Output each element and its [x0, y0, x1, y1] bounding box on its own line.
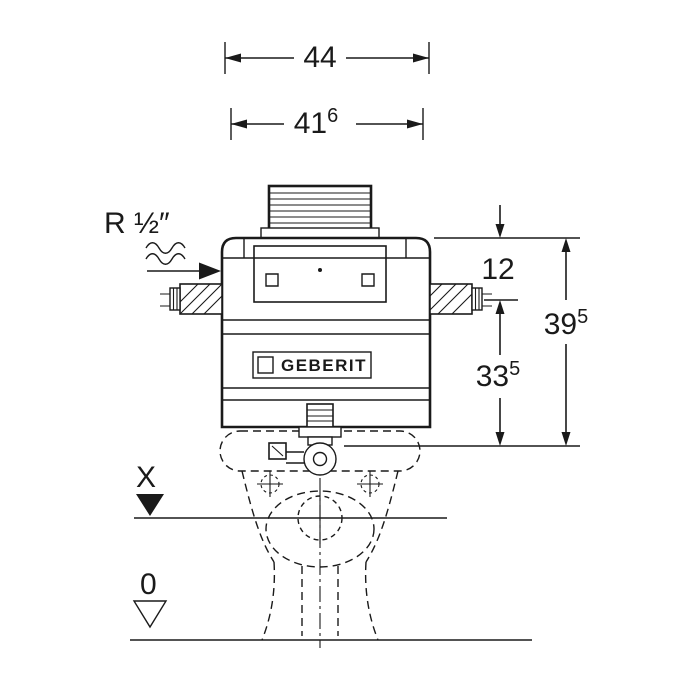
- panel-clips: [265, 273, 375, 287]
- bracket-plate: [179, 283, 223, 315]
- bracket-rod-threads: [474, 288, 492, 310]
- geberit-logo: GEBERIT: [252, 351, 372, 379]
- dim-outer-width-text: 44: [303, 41, 336, 74]
- concealed-cistern: GEBERIT: [160, 184, 492, 429]
- seat-fixing-marks: [257, 471, 383, 497]
- logo-text: GEBERIT: [281, 356, 367, 375]
- dim-inner-width-text: 416: [294, 105, 339, 140]
- water-supply-annotation: R ½″: [104, 207, 221, 280]
- bracket-hatching: [429, 283, 473, 315]
- level-x-triangle-icon: [136, 494, 164, 516]
- arrowhead: [495, 224, 505, 238]
- supply-arrowhead-icon: [199, 262, 221, 280]
- level-zero-triangle-icon: [132, 600, 168, 629]
- panel-center-dot: [318, 268, 322, 272]
- flush-pipe-ribs: [269, 192, 371, 224]
- pedestal-sides: [261, 561, 379, 641]
- water-wave-icon: [145, 242, 186, 265]
- dim-overall-height-text: 395: [544, 306, 589, 341]
- bowl-rim: [219, 430, 421, 472]
- fixing-crosshairs: [257, 471, 383, 497]
- supply-label-text: R ½″: [104, 207, 170, 240]
- valve-ribs: [307, 409, 333, 422]
- level-zero-text: 0: [140, 568, 157, 601]
- bracket-hatching: [179, 283, 223, 315]
- dimension-inner-width: 416: [230, 105, 424, 140]
- dim-lower-height-text: 335: [476, 358, 521, 393]
- flush-pipe: [260, 184, 380, 242]
- mounting-bracket-right: [429, 283, 492, 315]
- bracket-rod-end: [169, 287, 181, 311]
- clamp-lines: [286, 451, 304, 464]
- level-x-text: X: [136, 461, 156, 494]
- dim-top-offset-text: 12: [481, 253, 514, 286]
- dimension-top-offset: 12: [481, 205, 515, 286]
- fixing-circle-left: [260, 474, 280, 494]
- extension-lines-right: [344, 237, 580, 447]
- cistern-body: [220, 236, 432, 429]
- fixing-circle-right: [360, 474, 380, 494]
- bend-socket-inner: [312, 451, 328, 467]
- outlet-flange: [298, 426, 342, 438]
- bowl-sides: [241, 470, 399, 563]
- logo-square-icon: [257, 356, 274, 374]
- bracket-rod-end: [471, 287, 483, 311]
- dimension-overall-height: 395: [544, 238, 589, 446]
- dimension-lower-height: 335: [476, 300, 521, 446]
- bolt-slot: [271, 445, 284, 457]
- cistern-band-lines: [222, 319, 430, 401]
- level-x-marker: X: [134, 461, 447, 519]
- ground-level-marker: 0: [130, 568, 532, 641]
- mounting-bracket-left: [160, 283, 223, 315]
- trapway-lines: [301, 566, 339, 636]
- cistern-lid-seam: [222, 239, 430, 259]
- dimension-outer-width: 44: [224, 41, 430, 74]
- bracket-rod-threads: [160, 288, 178, 310]
- access-panel: [253, 245, 387, 303]
- bend-socket: [303, 442, 337, 476]
- flush-bend-fitting: [268, 403, 342, 476]
